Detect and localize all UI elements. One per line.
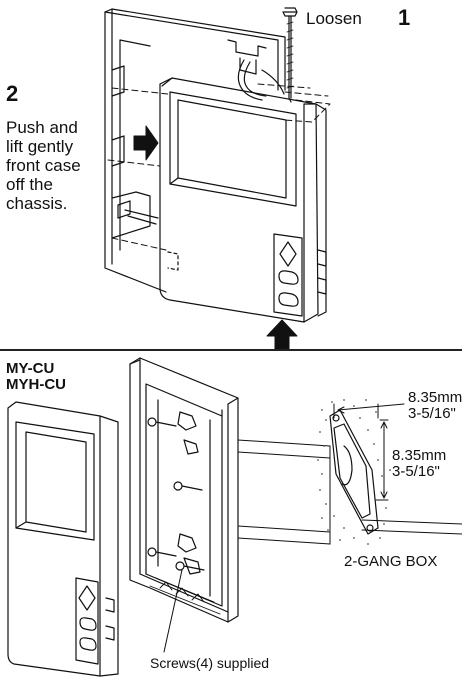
- screws-leader-line: [163, 569, 183, 653]
- dimension-vertical-metric: 8.35mm: [392, 447, 447, 464]
- step-1-number: 1: [398, 5, 411, 30]
- dimension-horizontal-imperial: 3-5/16": [408, 405, 456, 422]
- step-2-line-4: off the: [6, 175, 53, 194]
- step-2-line-5: chassis.: [6, 194, 68, 213]
- section-divider: [0, 349, 462, 351]
- step-2-line-1: Push and: [6, 118, 78, 137]
- guide-lines: [107, 83, 331, 251]
- projection-lines: [237, 439, 462, 545]
- step-2-line-3: front case: [6, 156, 81, 175]
- push-arrow-icon: [133, 125, 159, 161]
- model-label-1: MY-CU: [6, 360, 55, 377]
- controller-unit: [7, 401, 119, 677]
- screws-label: Screws(4) supplied: [150, 655, 270, 671]
- step-2-number: 2: [6, 81, 19, 106]
- dimension-vertical: [375, 419, 389, 501]
- loosen-label: Loosen: [306, 9, 362, 28]
- dimension-horizontal-metric: 8.35mm: [408, 389, 462, 406]
- cable: [238, 59, 285, 101]
- step-2-line-2: lift gently: [6, 137, 74, 156]
- mounting-screws: [147, 417, 205, 571]
- gang-box: [329, 409, 379, 535]
- front-case: [159, 77, 327, 323]
- chassis-back-plate: [104, 8, 286, 293]
- dimension-vertical-imperial: 3-5/16": [392, 463, 440, 480]
- model-label-2: MYH-CU: [6, 376, 66, 393]
- screw-icon: [282, 7, 298, 103]
- dimension-horizontal: [333, 403, 405, 419]
- mounting-bracket: [129, 357, 239, 623]
- wall-stipple: [317, 399, 391, 545]
- lift-arrow-icon: [266, 319, 298, 351]
- gang-box-label: 2-GANG BOX: [344, 553, 438, 570]
